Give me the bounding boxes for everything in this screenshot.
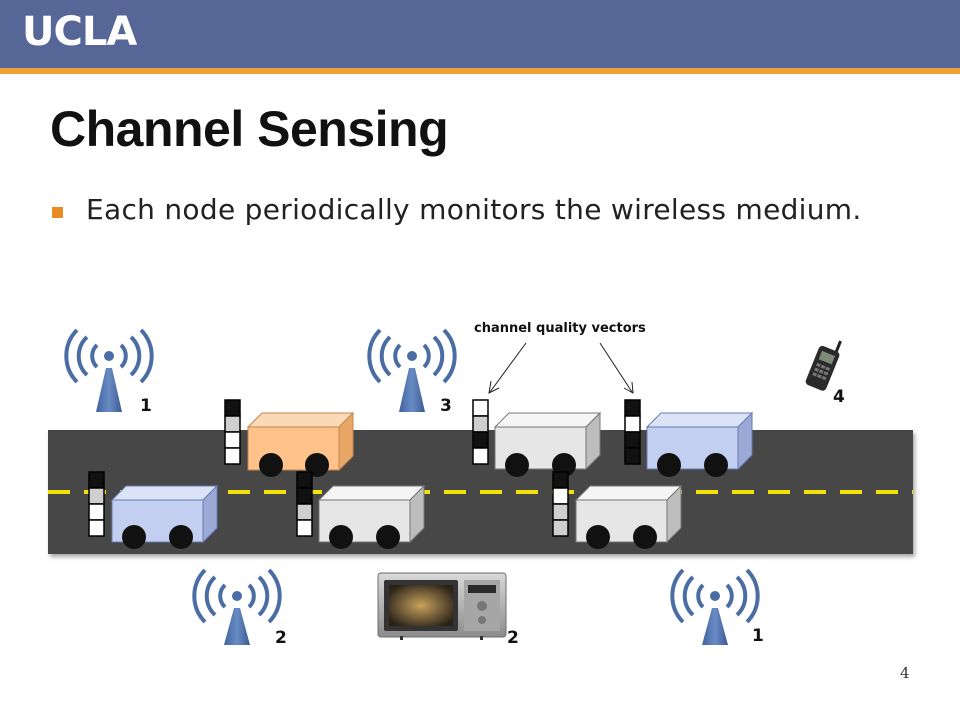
car-icon (246, 411, 355, 477)
tower-icon (64, 328, 154, 412)
tower-label: 3 (440, 396, 452, 416)
tower-label: 1 (140, 396, 152, 416)
channel-quality-vector (552, 471, 569, 537)
tower-icon (367, 328, 457, 412)
bullet-square-icon (52, 207, 63, 218)
channel-quality-vector (88, 471, 105, 537)
channel-quality-vector (224, 399, 241, 465)
phone-label: 4 (833, 387, 845, 407)
microwave-icon (377, 572, 507, 640)
bullet-text: Each node periodically monitors the wire… (86, 193, 862, 226)
slide-title: Channel Sensing (50, 101, 449, 157)
header-bar: UCLA (0, 0, 960, 68)
annotation-arrow (488, 342, 527, 394)
car-icon (645, 411, 754, 477)
car-icon (110, 484, 219, 549)
channel-quality-vector (296, 471, 313, 537)
tower-label: 1 (752, 626, 764, 646)
tower-icon (192, 568, 282, 645)
tower-label: 2 (275, 628, 287, 648)
channel-quality-vectors-label: channel quality vectors (474, 321, 646, 336)
car-icon (493, 411, 602, 477)
tower-icon (670, 568, 760, 645)
annotation-arrow (599, 342, 634, 394)
cell-phone-icon (805, 340, 842, 391)
channel-quality-vector (624, 399, 641, 465)
car-icon (317, 484, 426, 549)
page-number: 4 (900, 664, 910, 682)
microwave-label: 2 (507, 628, 519, 648)
channel-quality-vector (472, 399, 489, 465)
ucla-logo: UCLA (22, 9, 137, 55)
car-icon (574, 484, 683, 549)
header-accent-line (0, 68, 960, 74)
